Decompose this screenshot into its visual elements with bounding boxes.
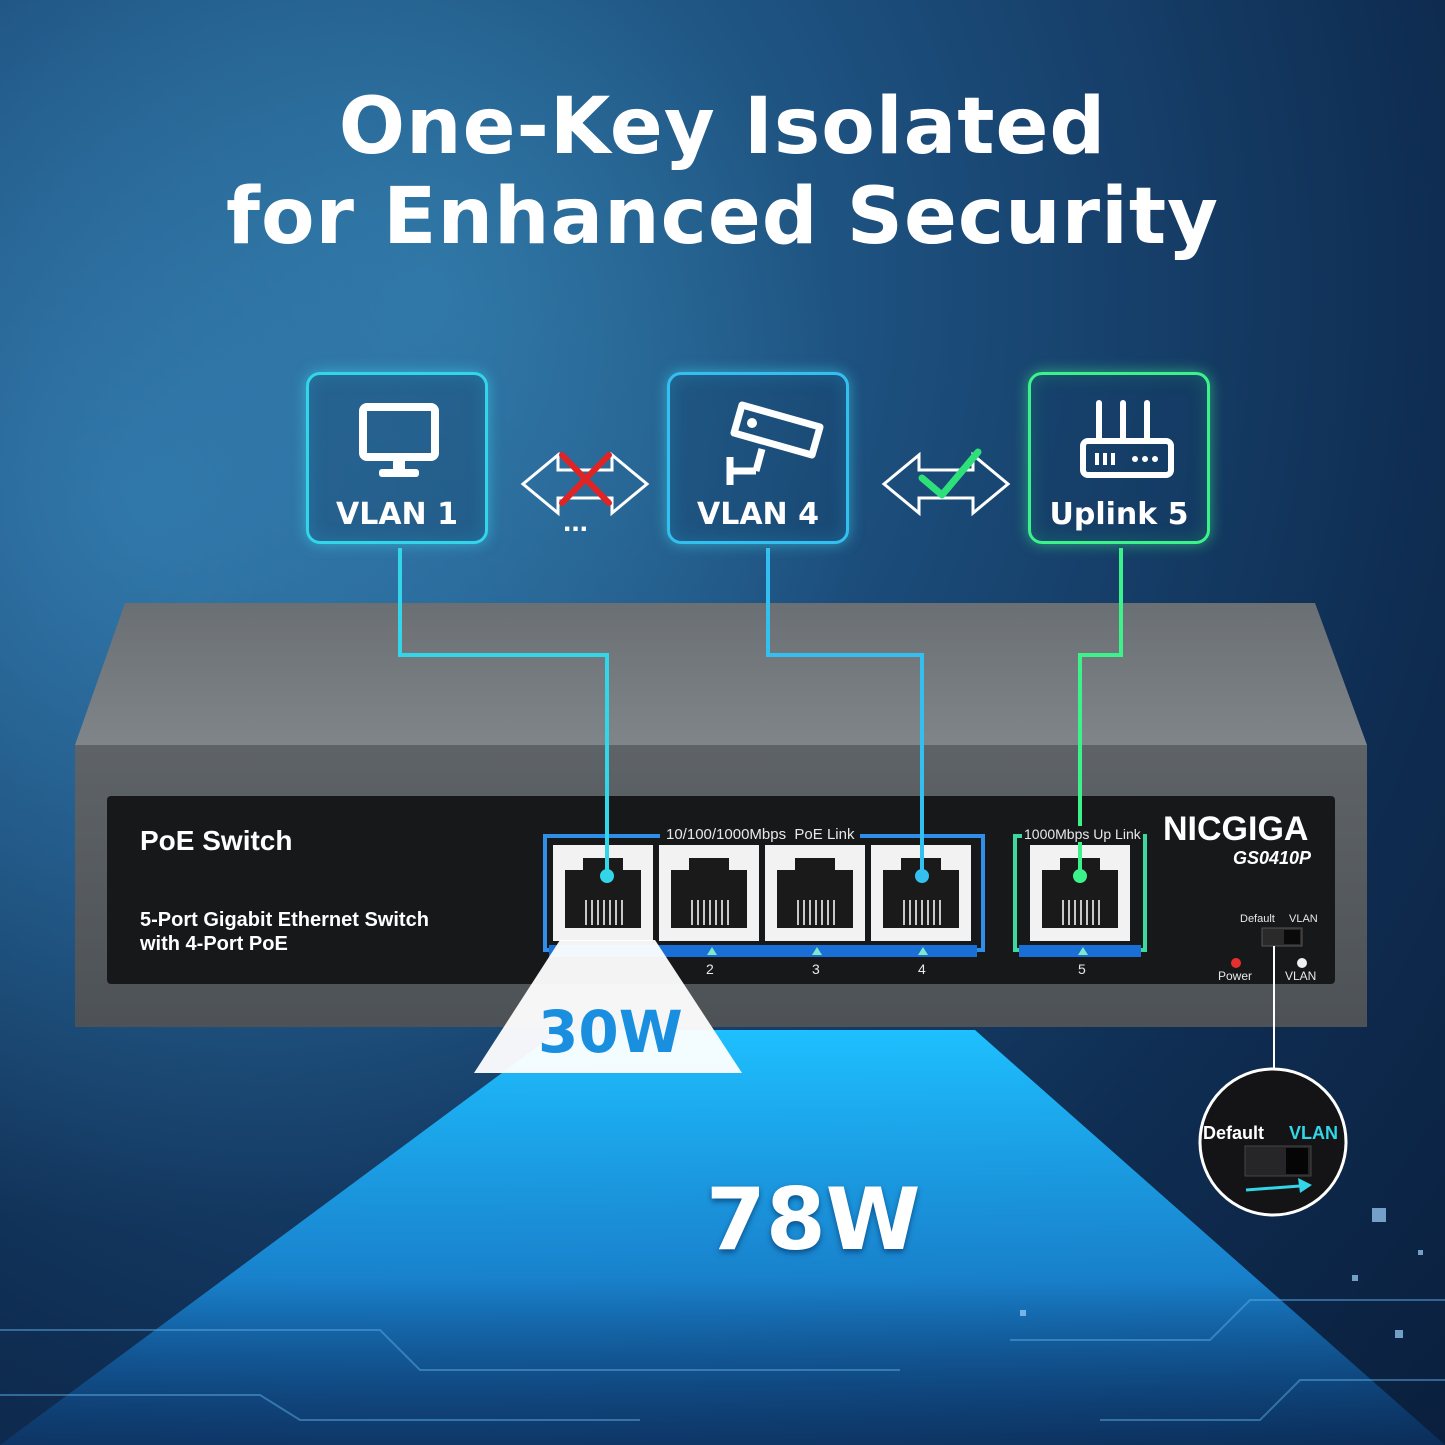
blocked-arrow-icon (520, 451, 650, 517)
vlan-1-box: VLAN 1 (306, 372, 488, 544)
poe-group-label: 10/100/1000Mbps PoE Link (660, 826, 861, 843)
uplink-label: 1000Mbps Up Link (1022, 826, 1143, 842)
dip-label-vlan: VLAN (1289, 913, 1318, 925)
total-power: 78W (706, 1170, 921, 1270)
router-icon (1080, 400, 1174, 478)
description-line-2: with 4-Port PoE (140, 933, 288, 955)
vlan-led (1297, 958, 1307, 968)
brand-name: NICGIGA (1163, 810, 1309, 848)
port-number-3: 3 (812, 961, 820, 977)
power-led-label: Power (1218, 969, 1253, 983)
power-led (1231, 958, 1241, 968)
port-number-5: 5 (1078, 961, 1086, 977)
zoom-label-vlan: VLAN (1289, 1123, 1338, 1143)
headline-line-2: for Enhanced Security (226, 172, 1219, 262)
model-number: GS0410P (1233, 848, 1312, 868)
ethernet-port-3[interactable] (765, 845, 865, 941)
vlan-dip-switch[interactable] (1261, 927, 1303, 947)
headline-line-1: One-Key Isolated (338, 82, 1107, 172)
description-line-1: 5-Port Gigabit Ethernet Switch (140, 909, 429, 931)
port-number-2: 2 (706, 961, 714, 977)
ethernet-port-1[interactable] (553, 845, 653, 941)
ethernet-port-2[interactable] (659, 845, 759, 941)
zoom-label-default: Default (1203, 1123, 1265, 1143)
monitor-icon (359, 403, 439, 477)
dip-switch-zoom (1198, 1067, 1348, 1217)
allowed-arrow-icon (881, 451, 1011, 517)
security-camera-icon (726, 401, 824, 485)
blocked-dots: ... (563, 505, 589, 538)
uplink-5-box: Uplink 5 (1028, 372, 1210, 544)
uplink-5-label: Uplink 5 (1049, 497, 1189, 532)
dip-label-default: Default (1240, 913, 1275, 925)
vlan-4-label: VLAN 4 (697, 497, 819, 532)
product-type: PoE Switch (140, 825, 293, 856)
vlan-4-box: VLAN 4 (667, 372, 849, 544)
per-port-power: 30W (538, 998, 683, 1066)
vlan-led-label: VLAN (1285, 969, 1317, 983)
port-number-4: 4 (918, 961, 926, 977)
vlan-1-label: VLAN 1 (336, 497, 458, 532)
